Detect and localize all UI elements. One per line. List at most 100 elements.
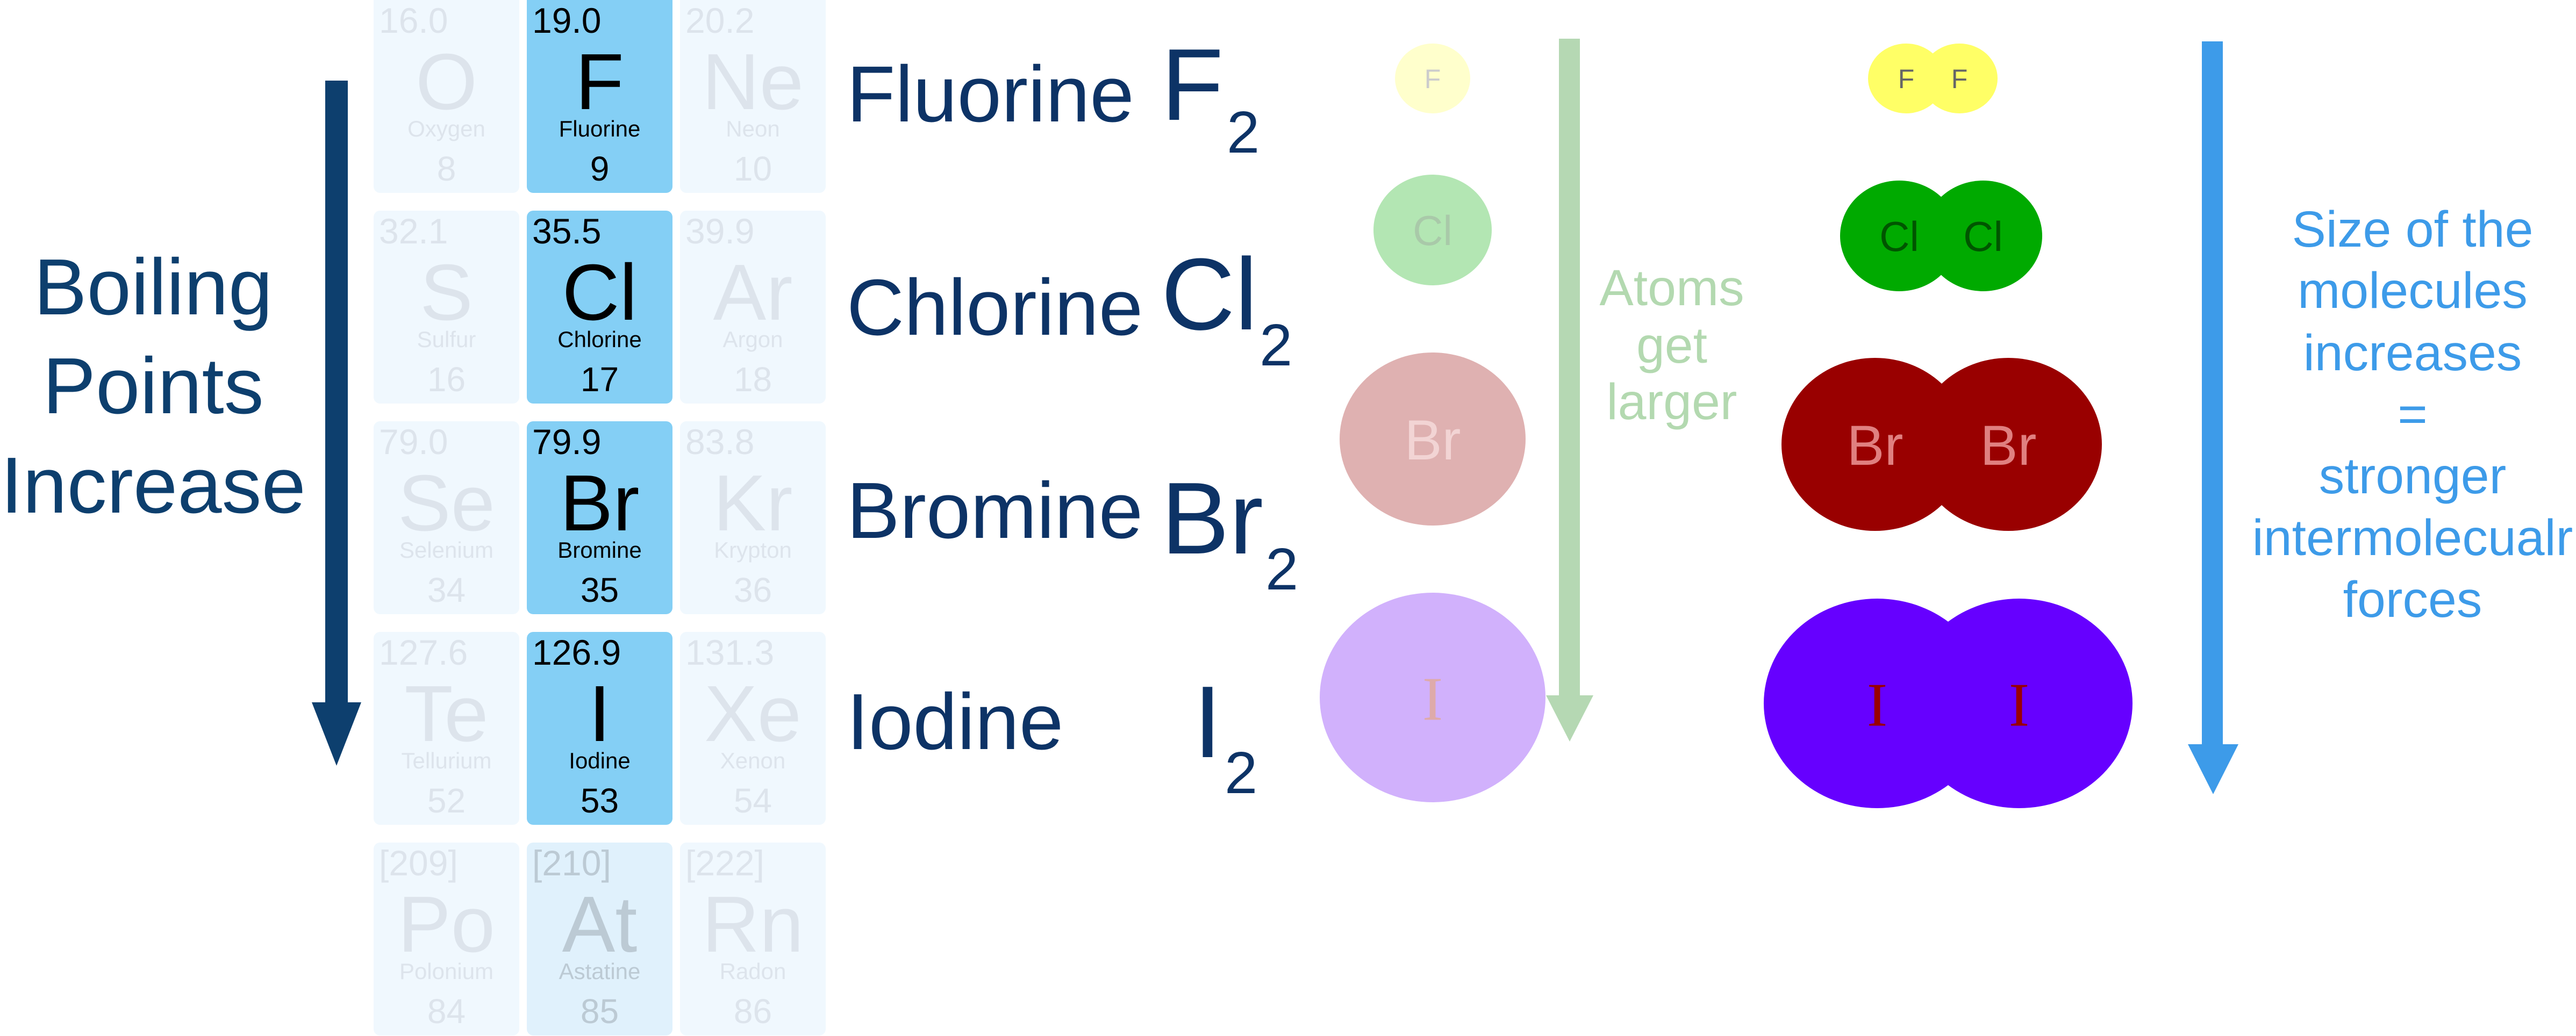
label-line: =	[2398, 386, 2427, 443]
halogen-name: Bromine	[847, 466, 1143, 555]
molecule-atom-label: Br	[1847, 414, 1904, 477]
element-name: Astatine	[559, 959, 641, 984]
element-name: Selenium	[399, 537, 493, 563]
atomic-mass: 32.1	[379, 211, 448, 251]
atomic-mass: [209]	[379, 843, 458, 883]
atomic-mass: 35.5	[532, 211, 601, 251]
element-name: Krypton	[714, 537, 792, 563]
cell-background	[527, 0, 672, 193]
element-symbol: I	[589, 670, 611, 758]
element-name: Polonium	[399, 959, 493, 984]
cell-background	[374, 421, 519, 614]
halogen-name: Fluorine	[847, 50, 1134, 139]
atomic-mass: 79.0	[379, 422, 448, 462]
atomic-mass: 20.2	[685, 1, 754, 40]
atom-label: I	[1422, 665, 1443, 733]
atomic-number: 85	[581, 992, 619, 1031]
molecule-size-arrow-icon	[2188, 41, 2238, 794]
atomic-number: 52	[427, 781, 466, 820]
element-name: Bromine	[557, 537, 641, 563]
atomic-number: 36	[734, 571, 772, 609]
atomic-mass: 16.0	[379, 1, 448, 40]
molecule-atom-label: F	[1951, 64, 1968, 94]
atom-label: Br	[1405, 409, 1461, 472]
atom-circle	[1320, 593, 1545, 802]
atom-circle	[1340, 352, 1526, 526]
molecule-atom-label: I	[2009, 671, 2029, 739]
element-symbol: Kr	[713, 459, 793, 548]
atomic-number: 8	[437, 149, 456, 188]
cell-background	[527, 632, 672, 825]
element-name: Xenon	[720, 748, 785, 773]
element-symbol: Rn	[702, 880, 804, 969]
element-name: Radon	[720, 959, 786, 984]
molecule-atom-label: Br	[1980, 414, 2037, 477]
cell-background	[527, 211, 672, 404]
atom-label: Cl	[1413, 207, 1452, 254]
label-line: Points	[42, 342, 263, 430]
cell-background	[527, 843, 672, 1035]
molecule-atom-circle	[1915, 358, 2102, 531]
molecule-atom-label: I	[1867, 671, 1887, 739]
element-symbol: Se	[398, 459, 495, 548]
halogen-names: Fluorine Chlorine Bromine Iodine	[847, 50, 1143, 766]
atomic-mass: 83.8	[685, 422, 754, 462]
atom-circle	[1395, 44, 1470, 113]
periodic-table-excerpt: 16.0OOxygen819.0FFluorine920.2NeNeon1032…	[374, 0, 826, 1035]
atomic-number: 10	[734, 149, 772, 188]
molecule-br2: Br Br	[1781, 358, 2102, 531]
formula: I	[1193, 665, 1222, 779]
label-line: Boiling	[34, 243, 273, 332]
atomic-mass: [210]	[532, 843, 611, 883]
cell-background	[680, 632, 826, 825]
cell-background	[527, 421, 672, 614]
element-name: Tellurium	[401, 748, 491, 773]
molecule-size-label: Size of the molecules increases = strong…	[2252, 201, 2573, 628]
halogen-name: Iodine	[847, 678, 1063, 766]
formula-subscript: 2	[1225, 740, 1257, 806]
atomic-number: 9	[590, 149, 610, 188]
element-symbol: Xe	[704, 670, 802, 758]
element-symbol: O	[416, 38, 477, 126]
element-name: Oxygen	[407, 116, 485, 141]
molecule-atom-circle	[1840, 181, 1958, 291]
element-symbol: F	[575, 38, 624, 126]
atomic-number: 84	[427, 992, 466, 1031]
atomic-mass: [222]	[685, 843, 764, 883]
element-symbol: Po	[398, 880, 495, 969]
molecule-atom-circle	[1921, 44, 1998, 113]
atomic-number: 17	[581, 360, 619, 399]
atomic-number: 54	[734, 781, 772, 820]
molecule-atom-circle	[1924, 181, 2042, 291]
formula: F	[1161, 28, 1223, 142]
atomic-mass: 79.9	[532, 422, 601, 462]
element-name: Iodine	[569, 748, 630, 773]
cell-background	[374, 632, 519, 825]
element-name: Neon	[726, 116, 779, 141]
label-line: intermolecualr	[2252, 509, 2573, 566]
cell-background	[374, 211, 519, 404]
element-symbol: At	[562, 880, 638, 969]
element-name: Sulfur	[417, 327, 476, 352]
label-line: larger	[1607, 373, 1737, 430]
element-name: Fluorine	[559, 116, 641, 141]
molecule-atom-label: F	[1898, 64, 1915, 94]
element-name: Chlorine	[557, 327, 641, 352]
cell-background	[374, 0, 519, 193]
atomic-number: 16	[427, 360, 466, 399]
atomic-mass: 126.9	[532, 632, 621, 672]
atom-f: F	[1395, 44, 1470, 113]
